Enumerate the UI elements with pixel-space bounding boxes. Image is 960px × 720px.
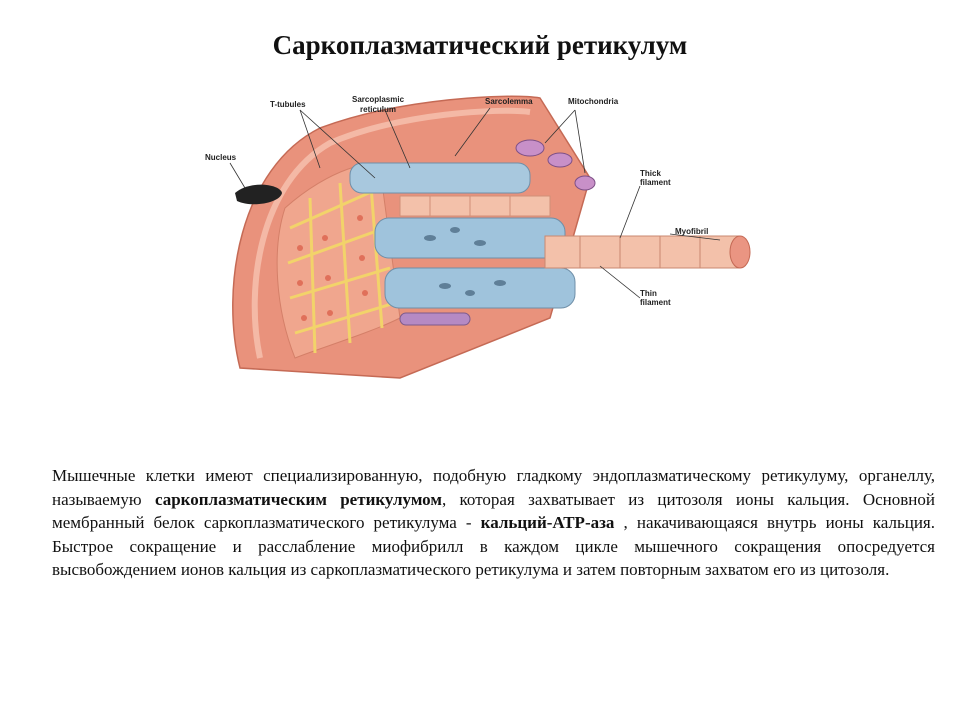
body-bold-term-sr: саркоплазматическим ретикулумом bbox=[154, 489, 442, 509]
body-text-part-1: Мышечные клетки имеют специализированную… bbox=[52, 466, 935, 509]
label-t-tubules: T-tubules bbox=[270, 100, 306, 109]
label-sarcoplasmic-reticulum-1: Sarcoplasmic bbox=[352, 95, 405, 104]
label-nucleus: Nucleus bbox=[205, 153, 237, 162]
label-thin-filament-2: filament bbox=[640, 298, 671, 307]
leader-lines bbox=[229, 107, 721, 299]
sarcoplasmic-reticulum bbox=[349, 162, 576, 326]
label-mitochondria: Mitochondria bbox=[568, 97, 619, 106]
label-thin-filament-1: Thin bbox=[640, 289, 657, 298]
reticulum-pores bbox=[424, 227, 506, 296]
muscle-fiber-diagram: T-tubules Sarcoplasmic reticulum Sarcole… bbox=[200, 88, 780, 388]
protruding-myofibril bbox=[544, 235, 751, 269]
label-sarcoplasmic-reticulum-2: reticulum bbox=[360, 105, 396, 114]
mitochondria-cluster bbox=[515, 139, 596, 191]
label-sarcolemma: Sarcolemma bbox=[485, 97, 533, 106]
label-myofibril: Myofibril bbox=[675, 227, 708, 236]
nucleus-shape bbox=[235, 184, 282, 205]
label-thick-filament-2: filament bbox=[640, 178, 671, 187]
body-bold-term-atpase: кальций-АТР-аза bbox=[480, 513, 615, 532]
body-text-part-2: , которая захватывает из цитозоля ионы к… bbox=[52, 489, 935, 533]
body-paragraph: Мышечные клетки имеют специализированную… bbox=[52, 464, 935, 582]
sarcolemma-highlight bbox=[251, 107, 531, 359]
myofibril-bands bbox=[399, 195, 551, 217]
slide-title: Саркоплазматический ретикулум bbox=[272, 30, 688, 60]
label-thick-filament-1: Thick bbox=[640, 169, 661, 178]
muscle-fiber-illustration: T-tubules Sarcoplasmic reticulum Sarcole… bbox=[205, 95, 751, 379]
body-text-part-3: , накачивающаяся внутрь ионы кальция. Бы… bbox=[52, 513, 935, 579]
myofibril-dots bbox=[297, 215, 368, 321]
